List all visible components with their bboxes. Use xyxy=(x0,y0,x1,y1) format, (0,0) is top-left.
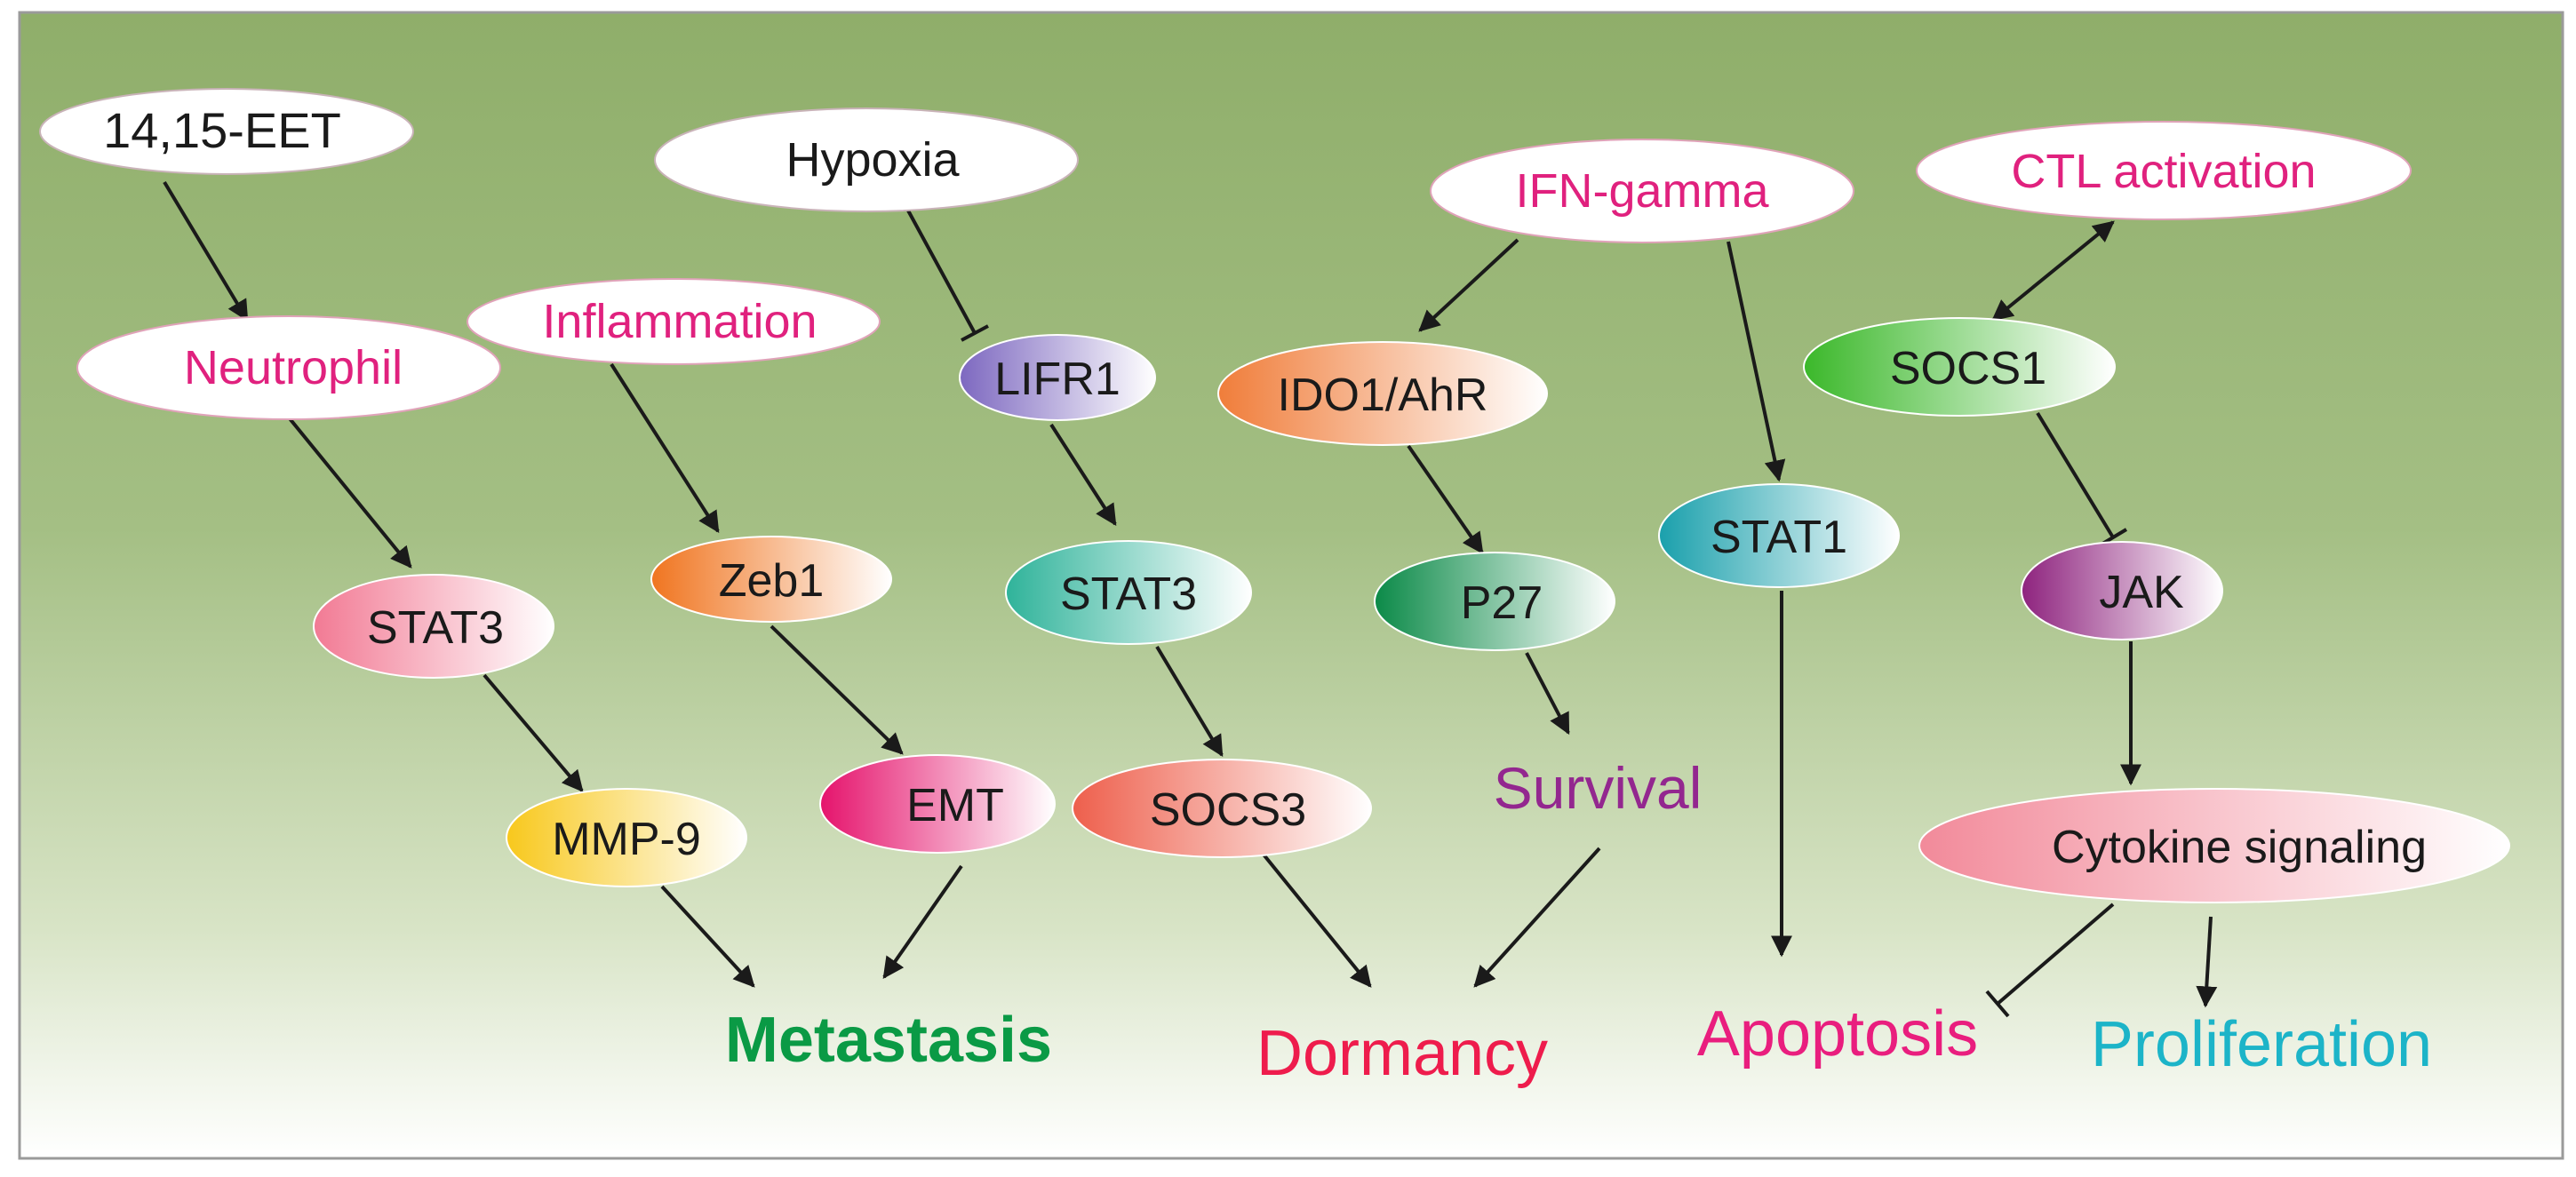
node-stat3-left-label: STAT3 xyxy=(367,602,504,654)
node-lifr1: LIFR1 xyxy=(959,334,1156,421)
node-mmp9: MMP-9 xyxy=(506,788,747,887)
arrow-socs1-ctl xyxy=(1991,220,2115,322)
arrow-neutrophil-stat3 xyxy=(287,416,412,569)
arrow-ifn-stat1 xyxy=(1727,241,1786,482)
outcome-proliferation: Proliferation xyxy=(2091,1009,2432,1080)
node-mmp9-label: MMP-9 xyxy=(552,814,701,865)
outcome-dormancy: Dormancy xyxy=(1256,1018,1548,1089)
arrow-survival-dormancy xyxy=(1473,847,1601,988)
node-emt: EMT xyxy=(819,754,1056,854)
node-zeb1: Zeb1 xyxy=(650,536,892,623)
node-eet: 14,15-EET xyxy=(39,88,414,175)
arrow-inflammation-zeb1 xyxy=(610,362,720,534)
node-hypoxia-label: Hypoxia xyxy=(786,133,960,187)
node-ido1-ahr-label: IDO1/AhR xyxy=(1278,370,1488,421)
arrow-ifn-ido1 xyxy=(1418,238,1519,332)
node-p27-label: P27 xyxy=(1461,577,1543,629)
node-socs3-label: SOCS3 xyxy=(1150,784,1306,836)
arrow-cytokine-proliferation xyxy=(2196,916,2218,1008)
node-p27: P27 xyxy=(1374,552,1615,651)
node-stat1: STAT1 xyxy=(1658,483,1900,588)
outcome-apoptosis: Apoptosis xyxy=(1697,998,1978,1070)
arrow-ido1-p27 xyxy=(1407,444,1484,554)
node-stat3-mid: STAT3 xyxy=(1005,540,1252,645)
node-ctl-activation-label: CTL activation xyxy=(2011,145,2316,198)
arrow-mmp9-metastasis xyxy=(660,885,755,988)
outcome-metastasis: Metastasis xyxy=(725,1005,1052,1076)
node-lifr1-label: LIFR1 xyxy=(994,354,1121,405)
node-eet-label: 14,15-EET xyxy=(103,102,341,158)
arrow-lifr1-stat3 xyxy=(1049,423,1117,527)
node-inflammation: Inflammation xyxy=(467,278,881,365)
node-stat3-left: STAT3 xyxy=(313,574,554,679)
inhibit-socs1-jak xyxy=(2036,411,2115,539)
node-socs3: SOCS3 xyxy=(1072,759,1372,858)
node-hypoxia: Hypoxia xyxy=(654,107,1079,212)
arrow-stat3-mmp9 xyxy=(483,673,584,792)
node-cytokine-signaling-label: Cytokine signaling xyxy=(2052,822,2427,873)
arrow-socs3-dormancy xyxy=(1262,853,1372,988)
arrow-p27-survival xyxy=(1525,652,1570,736)
connectors xyxy=(163,180,2218,1018)
arrow-emt-metastasis xyxy=(882,864,963,979)
node-jak: JAK xyxy=(2021,541,2223,640)
node-neutrophil: Neutrophil xyxy=(76,315,501,420)
node-stat3-mid-label: STAT3 xyxy=(1060,569,1197,620)
node-ctl-activation: CTL activation xyxy=(1916,121,2412,220)
node-neutrophil-label: Neutrophil xyxy=(184,341,403,394)
node-inflammation-label: Inflammation xyxy=(542,295,817,348)
arrow-zeb1-emt xyxy=(770,624,904,755)
arrow-stat3-socs3 xyxy=(1155,645,1224,758)
node-jak-label: JAK xyxy=(2099,567,2184,618)
node-zeb1-label: Zeb1 xyxy=(719,555,825,607)
node-ifn-gamma: IFN-gamma xyxy=(1430,139,1854,243)
inhibit-hypoxia-lifr1-bar xyxy=(961,324,989,342)
outcome-survival: Survival xyxy=(1494,755,1703,821)
arrow-eet-neutrophil xyxy=(163,180,249,322)
node-socs1-label: SOCS1 xyxy=(1890,343,2046,394)
node-emt-label: EMT xyxy=(906,780,1004,831)
inhibit-hypoxia-lifr1 xyxy=(906,210,977,334)
inhibit-cytokine-apoptosis-bar xyxy=(1985,990,2010,1018)
node-socs1: SOCS1 xyxy=(1803,317,2116,417)
node-ifn-gamma-label: IFN-gamma xyxy=(1515,164,1769,218)
node-stat1-label: STAT1 xyxy=(1711,512,1847,563)
inhibit-cytokine-apoptosis xyxy=(1996,903,2115,1006)
node-ido1-ahr: IDO1/AhR xyxy=(1217,341,1548,446)
node-cytokine-signaling: Cytokine signaling xyxy=(1918,788,2510,903)
